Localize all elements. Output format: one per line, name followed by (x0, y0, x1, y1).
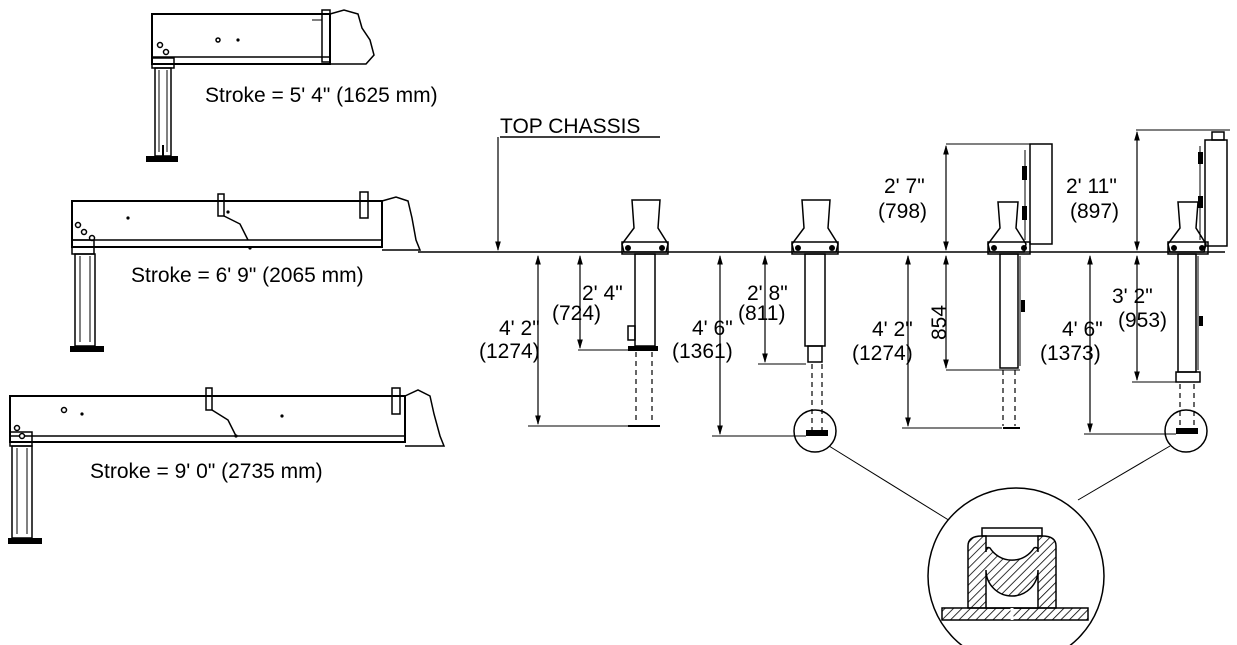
leg-assembly-4 (1084, 129, 1230, 453)
dim-leg3-extended-imperial: 4' 2" (872, 318, 913, 341)
dim-leg4-above-imperial: 2' 11" (1066, 175, 1117, 198)
dim-leg2-extended-metric: (1361) (672, 340, 733, 363)
dim-leg2-retracted-metric: (811) (738, 302, 785, 325)
dim-leg1-extended-imperial: 4' 2" (499, 317, 540, 340)
top-chassis-label: TOP CHASSIS (500, 115, 640, 138)
dim-leg3-above-imperial: 2' 7" (884, 175, 925, 198)
dim-leg4-retracted-imperial: 3' 2" (1112, 285, 1153, 308)
outrigger-short: Stroke = 5' 4" (1625 mm) (146, 9, 438, 162)
dim-leg4-retracted-metric: (953) (1118, 309, 1167, 332)
stroke-label-long: Stroke = 9' 0" (2735 mm) (90, 460, 323, 483)
dim-leg1-retracted-imperial: 2' 4" (582, 282, 623, 305)
dim-leg4-extended-imperial: 4' 6" (1062, 318, 1103, 341)
leg-assembly-3 (902, 143, 1053, 429)
stroke-label-medium: Stroke = 6' 9" (2065 mm) (131, 264, 364, 287)
leg-assembly-1 (528, 199, 669, 427)
outrigger-long: Stroke = 9' 0" (2735 mm) (8, 387, 446, 544)
dim-leg3-extended-metric: (1274) (852, 342, 913, 365)
dim-leg4-extended-metric: (1373) (1040, 342, 1101, 365)
dim-leg2-retracted-imperial: 2' 8" (747, 282, 788, 305)
dim-leg1-retracted-metric: (724) (552, 302, 601, 325)
dim-leg3-above-metric: (798) (878, 200, 927, 223)
dim-leg4-above-metric: (897) (1070, 200, 1119, 223)
stroke-label-short: Stroke = 5' 4" (1625 mm) (205, 84, 438, 107)
dim-leg1-extended-metric: (1274) (479, 340, 540, 363)
leg-assembly-2 (712, 199, 839, 453)
outrigger-medium: Stroke = 6' 9" (2065 mm) (70, 191, 422, 352)
dim-leg3-retracted: 854 (928, 305, 951, 340)
foot-pad-detail (828, 445, 1171, 645)
dim-leg2-extended-imperial: 4' 6" (692, 317, 733, 340)
